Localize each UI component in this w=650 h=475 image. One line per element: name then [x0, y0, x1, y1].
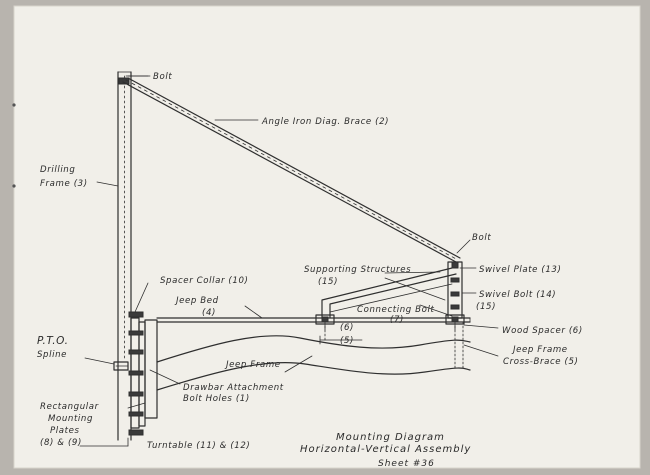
label-num-5: (5) — [340, 336, 354, 346]
paper-sheet — [13, 5, 641, 469]
title-line-1: Mounting Diagram — [336, 432, 445, 443]
label-rect-plates-4: (8) & (9) — [40, 438, 82, 448]
label-rect-plates-1: Rectangular — [40, 402, 99, 412]
label-bolt-top: Bolt — [153, 72, 172, 82]
label-cross-brace-2: Cross-Brace (5) — [503, 357, 578, 367]
label-wood-spacer: Wood Spacer (6) — [502, 326, 583, 336]
label-swivel-bolt: Swivel Bolt (14) — [479, 290, 556, 300]
mounting-plates — [113, 311, 158, 436]
label-jeep-frame: Jeep Frame — [224, 360, 281, 370]
label-jeep-bed-2: (4) — [202, 308, 216, 318]
label-swivel-plate: Swivel Plate (13) — [479, 265, 561, 275]
label-supporting-structures-2: (15) — [318, 277, 338, 287]
label-drilling-frame-1: Drilling — [40, 165, 75, 175]
label-drawbar-2: Bolt Holes (1) — [183, 394, 250, 404]
title-line-3: Sheet #36 — [378, 459, 435, 469]
jeep-frame — [156, 335, 471, 391]
label-supporting-structures-1: Supporting Structures — [304, 265, 411, 275]
label-cross-brace-1: Jeep Frame — [511, 345, 568, 355]
connecting-bolts — [315, 314, 465, 331]
label-pto-2: Spline — [37, 350, 67, 360]
angle-iron-brace — [122, 77, 461, 263]
leader-lines — [79, 75, 499, 447]
label-swivel-bolt-num: (15) — [476, 302, 496, 312]
label-turntable: Turntable (11) & (12) — [147, 441, 250, 451]
label-drawbar-1: Drawbar Attachment — [183, 383, 284, 393]
label-spacer-collar: Spacer Collar (10) — [160, 276, 248, 286]
jeep-bed — [156, 317, 471, 323]
label-drilling-frame-2: Frame (3) — [40, 179, 88, 189]
label-angle-iron-brace: Angle Iron Diag. Brace (2) — [261, 117, 389, 127]
label-bolt-right: Bolt — [472, 233, 491, 243]
label-connecting-bolt-1: Connecting Bolt — [357, 305, 434, 315]
label-jeep-bed-1: Jeep Bed — [174, 296, 219, 306]
label-num-6: (6) — [340, 323, 354, 333]
label-connecting-bolt-2: (7) — [390, 315, 404, 325]
title-line-2: Horizontal-Vertical Assembly — [300, 444, 471, 455]
margin-dots — [12, 103, 16, 188]
dimension-line — [319, 335, 363, 345]
label-rect-plates-3: Plates — [50, 426, 80, 436]
label-rect-plates-2: Mounting — [48, 414, 93, 424]
label-pto-1: P.T.O. — [37, 335, 69, 347]
